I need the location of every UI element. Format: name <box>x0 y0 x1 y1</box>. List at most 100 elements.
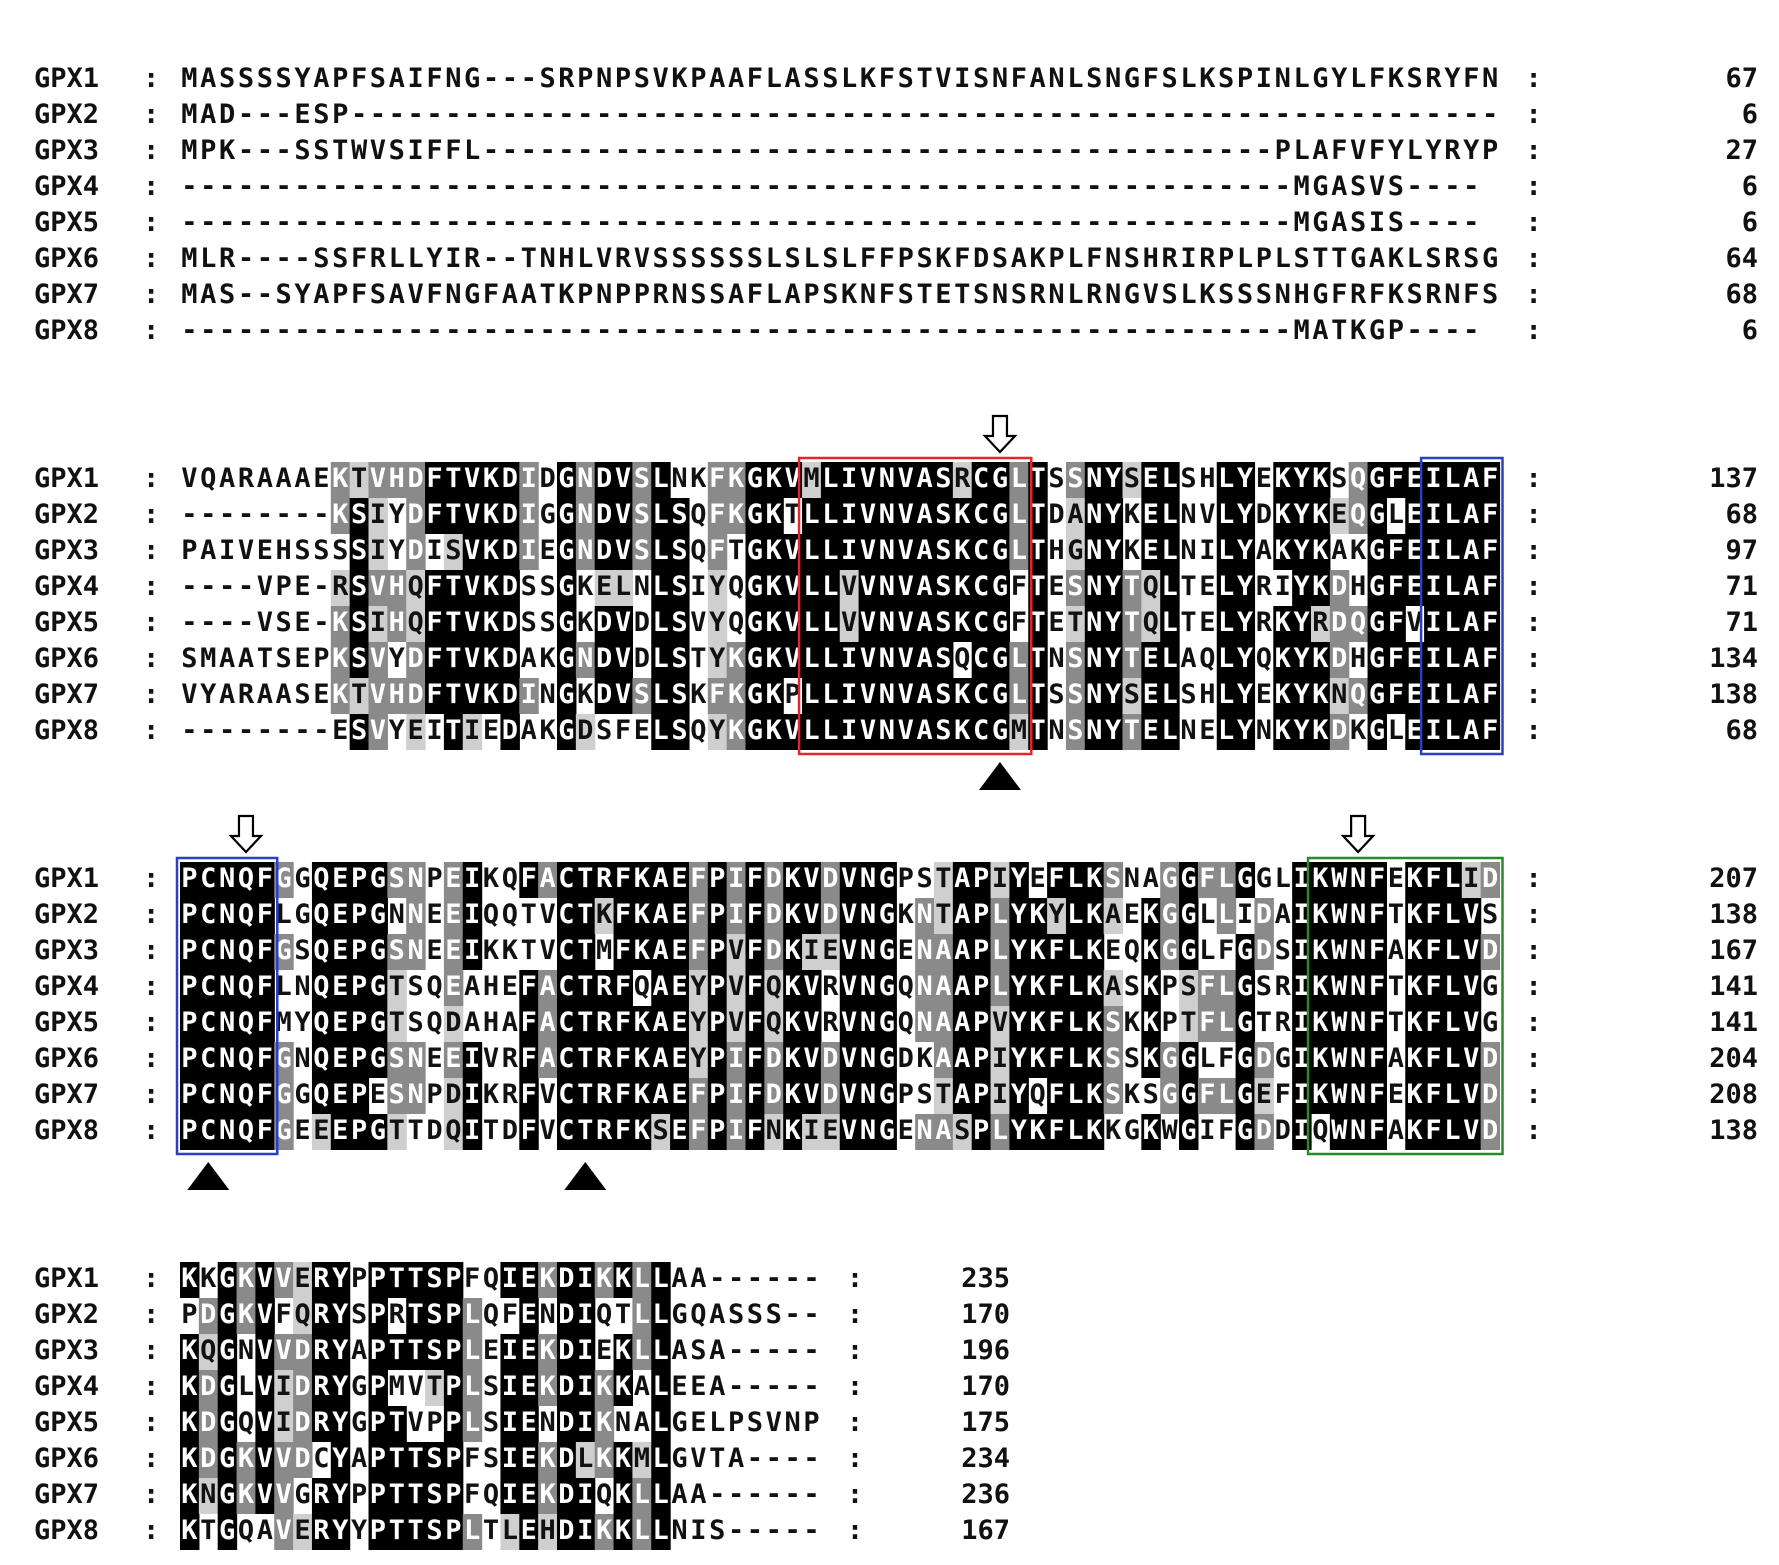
residue: I <box>577 1371 593 1402</box>
residue: N <box>860 971 876 1002</box>
residue-shading <box>632 534 652 570</box>
residue-shading <box>802 714 822 750</box>
residue: N <box>916 1115 932 1146</box>
residue-shading <box>707 570 728 606</box>
residue: T <box>1180 571 1196 602</box>
residue: K <box>332 679 349 710</box>
residue: A <box>521 643 537 674</box>
residue: T <box>1124 715 1140 746</box>
residue-shading <box>311 898 332 934</box>
residue-shading <box>443 606 464 642</box>
residue: D <box>898 1043 914 1074</box>
residue: - <box>860 207 876 238</box>
residue-shading <box>1103 534 1124 570</box>
residue-shading <box>406 862 426 898</box>
residue: I <box>1425 607 1441 638</box>
separator-colon: : <box>143 1299 159 1330</box>
residue-shading <box>349 606 370 642</box>
residue: K <box>539 643 556 674</box>
residue: K <box>1312 535 1329 566</box>
residue-shading <box>500 498 520 534</box>
residue: C <box>200 1043 216 1074</box>
residue: C <box>973 679 989 710</box>
residue-shading <box>1292 606 1312 642</box>
residue: - <box>784 171 800 202</box>
residue-shading <box>1009 714 1029 750</box>
residue: - <box>483 207 499 238</box>
separator-colon: : <box>847 1371 863 1402</box>
separator-colon: : <box>143 171 159 202</box>
residue: S <box>351 535 367 566</box>
residue-shading <box>1405 678 1425 714</box>
residue: A <box>464 1007 480 1038</box>
residue-shading <box>594 898 615 934</box>
residue-shading <box>274 934 294 970</box>
residue: - <box>784 99 800 130</box>
residue-shading <box>217 898 238 934</box>
separator-colon: : <box>143 679 159 710</box>
residue-shading <box>651 934 671 970</box>
residue: - <box>860 315 876 346</box>
residue: L <box>653 1299 669 1330</box>
residue: V <box>841 899 857 930</box>
residue: V <box>841 1043 857 1074</box>
residue: A <box>200 279 216 310</box>
residue-shading <box>858 498 879 534</box>
residue: T <box>1331 243 1347 274</box>
residue: Y <box>1293 463 1310 494</box>
residue: D <box>558 1479 574 1510</box>
residue-count: 207 <box>1709 863 1758 894</box>
residue: V <box>407 279 423 310</box>
residue: F <box>1425 1043 1441 1074</box>
residue-shading <box>877 498 897 534</box>
residue: F <box>1463 279 1479 310</box>
residue: A <box>634 1371 650 1402</box>
residue: N <box>577 463 593 494</box>
residue-shading <box>557 534 577 570</box>
residue: - <box>294 171 310 202</box>
residue: M <box>181 135 197 166</box>
residue: S <box>238 63 254 94</box>
residue-count: 134 <box>1709 643 1758 674</box>
residue: G <box>539 499 555 530</box>
residue: Y <box>332 1263 349 1294</box>
residue-shading <box>1084 606 1105 642</box>
residue: - <box>954 171 970 202</box>
residue: R <box>370 243 387 274</box>
residue-shading <box>1122 606 1142 642</box>
residue: G <box>294 1079 310 1110</box>
residue: R <box>1256 607 1273 638</box>
sequence-name: GPX1 <box>34 1263 99 1294</box>
residue-shading <box>387 934 407 970</box>
residue-shading <box>462 534 483 570</box>
residue: N <box>879 535 895 566</box>
residue: Y <box>1011 1043 1028 1074</box>
residue: E <box>1143 499 1159 530</box>
residue: V <box>370 715 386 746</box>
residue: W <box>1331 899 1348 930</box>
residue: T <box>521 935 537 966</box>
residue: S <box>1161 63 1177 94</box>
residue: G <box>747 499 763 530</box>
residue-shading <box>406 498 426 534</box>
residue: T <box>1180 1007 1196 1038</box>
residue: N <box>860 1043 876 1074</box>
residue: - <box>1086 99 1102 130</box>
residue: K <box>539 1443 556 1474</box>
residue: D <box>558 1263 574 1294</box>
residue: I <box>407 135 423 166</box>
residue: F <box>351 243 367 274</box>
residue: L <box>1161 607 1177 638</box>
residue: - <box>1124 315 1140 346</box>
residue: T <box>407 1299 423 1330</box>
residue-shading <box>1480 498 1501 534</box>
residue-shading <box>820 570 841 606</box>
residue: S <box>332 243 348 274</box>
residue: G <box>1482 1007 1498 1038</box>
residue: - <box>1237 135 1253 166</box>
residue: P <box>351 899 367 930</box>
residue: L <box>822 643 838 674</box>
residue: F <box>1048 1007 1064 1038</box>
residue: K <box>954 679 971 710</box>
residue: K <box>615 1515 632 1546</box>
